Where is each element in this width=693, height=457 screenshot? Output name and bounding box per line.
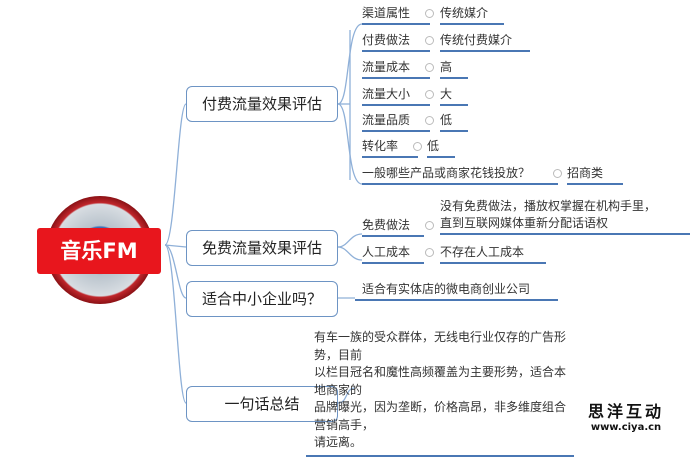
leaf-value[interactable]: 没有免费做法，播放权掌握在机构手里， 直到互联网媒体重新分配话语权 xyxy=(440,198,690,235)
branch-sme-fit[interactable]: 适合中小企业吗？ xyxy=(186,281,338,317)
branch-paid-traffic[interactable]: 付费流量效果评估 xyxy=(186,86,338,122)
summary-line: 有车一族的受众群体，无线电行业仅存的广告形势，目前 xyxy=(314,330,567,362)
leaf-key[interactable]: 转化率 xyxy=(362,137,418,158)
summary-line: 请远离。 xyxy=(314,435,363,449)
leaf-key[interactable]: 流量大小 xyxy=(362,85,430,106)
collapse-icon[interactable] xyxy=(425,221,434,230)
leaf-key[interactable]: 付费做法 xyxy=(362,31,430,52)
leaf-value[interactable]: 招商类 xyxy=(567,164,623,185)
collapse-icon[interactable] xyxy=(425,63,434,72)
collapse-icon[interactable] xyxy=(425,90,434,99)
branch-free-traffic[interactable]: 免费流量效果评估 xyxy=(186,230,338,266)
collapse-icon[interactable] xyxy=(425,36,434,45)
center-node[interactable]: 音乐FM xyxy=(37,228,161,274)
leaf-key[interactable]: 人工成本 xyxy=(362,243,424,264)
leaf-value[interactable]: 低 xyxy=(440,111,468,132)
collapse-icon[interactable] xyxy=(413,142,422,151)
leaf-value-line: 没有免费做法，播放权掌握在机构手里， xyxy=(440,199,657,213)
summary-text[interactable]: 有车一族的受众群体，无线电行业仅存的广告形势，目前 以栏目冠名和魔性高频覆盖为主… xyxy=(306,329,574,457)
collapse-icon[interactable] xyxy=(425,116,434,125)
leaf-value[interactable]: 低 xyxy=(427,137,455,158)
leaf-value[interactable]: 适合有实体店的微电商创业公司 xyxy=(355,280,558,301)
connector-lines xyxy=(164,23,363,404)
leaf-key[interactable]: 渠道属性 xyxy=(362,4,430,25)
summary-line: 品牌曝光，因为垄断，价格高昂，非多维度组合营销高手， xyxy=(314,400,567,432)
collapse-icon[interactable] xyxy=(425,248,434,257)
watermark-name: 思洋互动 xyxy=(588,402,665,421)
leaf-value[interactable]: 传统付费媒介 xyxy=(440,31,530,52)
leaf-key[interactable]: 流量成本 xyxy=(362,58,430,79)
summary-line: 以栏目冠名和魔性高频覆盖为主要形势，适合本地商家的 xyxy=(314,365,567,397)
leaf-key[interactable]: 一般哪些产品或商家花钱投放？ xyxy=(362,164,558,185)
leaf-key[interactable]: 免费做法 xyxy=(362,216,424,237)
leaf-value[interactable]: 传统媒介 xyxy=(440,4,504,25)
leaf-value[interactable]: 大 xyxy=(440,85,468,106)
leaf-value-line: 直到互联网媒体重新分配话语权 xyxy=(440,216,609,230)
collapse-icon[interactable] xyxy=(425,9,434,18)
branch-summary[interactable]: 一句话总结 xyxy=(186,386,338,422)
watermark-url: www.ciya.cn xyxy=(590,422,662,433)
leaf-value[interactable]: 不存在人工成本 xyxy=(440,243,546,264)
leaf-key[interactable]: 流量品质 xyxy=(362,111,430,132)
collapse-icon[interactable] xyxy=(553,169,562,178)
watermark-logo: 思洋互动 www.ciya.cn xyxy=(588,398,664,433)
leaf-value[interactable]: 高 xyxy=(440,58,468,79)
